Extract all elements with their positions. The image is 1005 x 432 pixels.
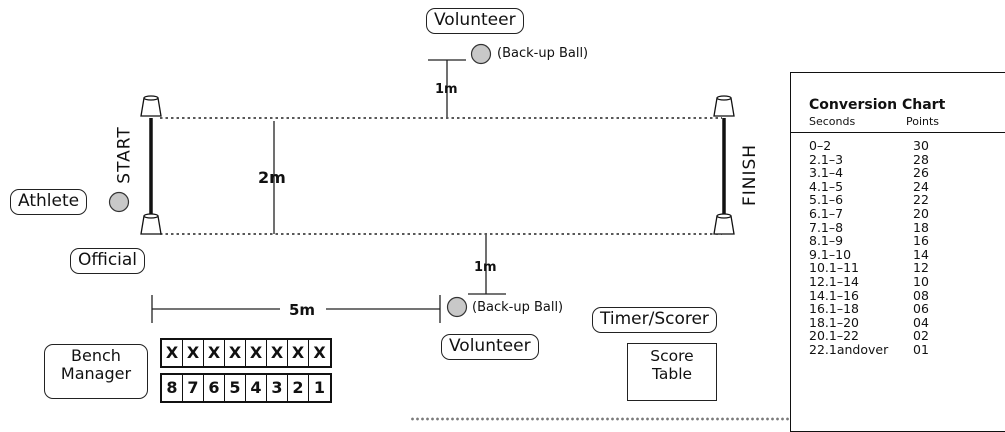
- points-cell: 26: [913, 165, 929, 181]
- bench-seat-number: 2: [288, 375, 309, 401]
- points-cell: 20: [913, 205, 929, 221]
- ball-icon: [470, 43, 492, 65]
- bench-seat-x: X: [313, 343, 326, 362]
- backup-ball-bottom-label: (Back-up Ball): [472, 300, 564, 315]
- seconds-cell: 7.1–8: [809, 219, 844, 235]
- points-cell: 04: [913, 314, 929, 330]
- points-column-header: Points: [906, 115, 940, 128]
- seconds-cell: 3.1–4: [809, 165, 844, 181]
- conversion-row: 20.1–22 02: [809, 329, 941, 343]
- bench-seat-x: X: [288, 340, 309, 366]
- conversion-row: 0–2 30: [809, 139, 941, 153]
- points-cell: 18: [913, 219, 929, 235]
- score-table-box: Score Table: [627, 343, 717, 401]
- volunteer-top-box: Volunteer: [426, 8, 524, 34]
- field-diagram: [108, 43, 735, 323]
- conversion-rows: 0–2 30 2.1–3 28 3.1–4 26 4.1–5 24 5.1–6 22 6.…: [809, 139, 941, 357]
- conversion-row: 10.1–11 12: [809, 261, 941, 275]
- ball-icon: [108, 191, 130, 213]
- points-cell: 30: [913, 138, 929, 153]
- bench-seat-x: X: [246, 340, 267, 366]
- seconds-cell: 20.1–22: [809, 328, 859, 344]
- points-cell: 22: [913, 192, 929, 208]
- seconds-cell: 2.1–3: [809, 151, 844, 167]
- bench-seat-number: 7: [183, 375, 204, 401]
- bench-seat-grid-top: X X X X X X X X: [160, 338, 332, 368]
- official-box: Official: [70, 248, 146, 274]
- conversion-row: 14.1–16 08: [809, 287, 941, 303]
- conversion-row: 16.1–18 06: [809, 302, 941, 316]
- conversion-row: 4.1–5 24: [809, 180, 941, 194]
- conversion-row: 2.1–3 28: [809, 151, 941, 167]
- backup-ball-top-label: (Back-up Ball): [497, 46, 589, 61]
- conversion-row: 8.1–9 16: [809, 234, 941, 248]
- cone-icon: [713, 95, 735, 117]
- bench-seat-x: X: [225, 340, 246, 366]
- points-cell: 08: [913, 287, 929, 303]
- points-cell: 06: [913, 301, 929, 317]
- finish-label: FINISH: [740, 143, 761, 207]
- seconds-cell: 5.1–6: [809, 192, 844, 208]
- points-cell: 24: [913, 178, 929, 194]
- top-offset-label: 1m: [435, 82, 458, 97]
- points-cell: 16: [913, 233, 929, 249]
- width-label: 2m: [258, 168, 286, 187]
- athlete-box: Athlete: [10, 189, 88, 215]
- conversion-row: 9.1–10 14: [809, 248, 941, 262]
- bench-seat-x: X: [267, 340, 288, 366]
- seconds-cell: 8.1–9: [809, 233, 844, 249]
- seconds-cell: 6.1–7: [809, 205, 844, 221]
- seconds-cell: 0–2: [809, 138, 832, 153]
- points-cell: 02: [913, 328, 929, 344]
- cone-icon: [713, 213, 735, 235]
- bench-seat-number: 6: [204, 375, 225, 401]
- bench-seat-grid-bottom: 8 7 6 5 4 3 2 1: [160, 373, 332, 403]
- start-label: START: [114, 126, 135, 184]
- bench-seat-x: X: [162, 340, 183, 366]
- conversion-row: 22.1andover 01: [809, 343, 941, 357]
- points-cell: 14: [913, 246, 929, 262]
- seconds-cell: 16.1–18: [809, 301, 859, 317]
- conversion-row: 5.1–6 22: [809, 193, 941, 207]
- points-cell: 01: [913, 341, 929, 357]
- seconds-cell: 9.1–10: [809, 246, 852, 262]
- conversion-row: 18.1–20 04: [809, 316, 941, 330]
- seconds-cell: 18.1–20: [809, 314, 859, 330]
- header-divider: [791, 132, 1005, 133]
- seconds-column-header: Seconds: [809, 115, 856, 128]
- volunteer-bottom-box: Volunteer: [441, 334, 539, 360]
- bench-seat-number: 1: [313, 378, 326, 397]
- cropped-text-fragment: [410, 412, 790, 426]
- cone-icon: [140, 95, 162, 117]
- bench-manager-box: Bench Manager: [44, 344, 148, 399]
- seconds-cell: 22.1andover: [809, 341, 889, 357]
- seconds-cell: 10.1–11: [809, 260, 859, 276]
- points-cell: 10: [913, 273, 929, 289]
- conversion-row: 12.1–14 10: [809, 275, 941, 289]
- bench-seat-number: 4: [246, 375, 267, 401]
- seconds-cell: 14.1–16: [809, 287, 859, 303]
- conversion-chart: Conversion Chart Seconds Points 0–2 30 2.…: [790, 72, 1005, 432]
- bench-seat-number: 3: [267, 375, 288, 401]
- timer-scorer-box: Timer/Scorer: [592, 307, 717, 333]
- conversion-row: 3.1–4 26: [809, 166, 941, 180]
- cone-icon: [140, 213, 162, 235]
- bench-seat-x: X: [204, 340, 225, 366]
- ball-icon: [446, 296, 468, 318]
- length-label: 5m: [289, 301, 316, 319]
- conversion-row: 6.1–7 20: [809, 207, 941, 221]
- points-cell: 12: [913, 260, 929, 276]
- bench-seat-x: X: [183, 340, 204, 366]
- points-cell: 28: [913, 151, 929, 167]
- bottom-offset-label: 1m: [474, 260, 497, 275]
- bench-seat-number: 8: [162, 375, 183, 401]
- conversion-row: 7.1–8 18: [809, 219, 941, 235]
- seconds-cell: 4.1–5: [809, 178, 844, 194]
- seconds-cell: 12.1–14: [809, 273, 859, 289]
- conversion-chart-title: Conversion Chart: [809, 97, 946, 113]
- bench-seat-number: 5: [225, 375, 246, 401]
